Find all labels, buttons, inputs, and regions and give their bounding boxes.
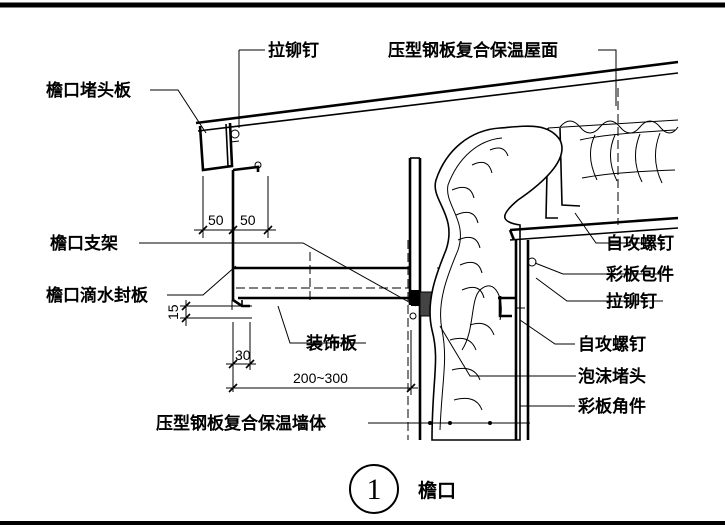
right-color-wrap [498,216,679,440]
dim-200-300: 200~300 [293,370,348,386]
label-rivet-top: 拉铆钉 [268,40,319,61]
dim-15: 15 [165,304,181,320]
detail-callout: 1 檐口 [349,464,456,514]
label-self-tap-screw-top: 自攻螺钉 [606,233,674,254]
label-foam-plug: 泡沫堵头 [578,366,646,387]
label-color-wrap: 彩板包件 [605,264,674,285]
dim-50-right: 50 [240,212,256,228]
leader-lines [139,49,665,424]
detail-number: 1 [367,473,382,506]
dimensions [180,176,418,395]
roof-insulation [579,129,676,184]
label-roof-panel: 压型钢板复合保温屋面 [388,40,558,61]
label-rivet-right: 拉铆钉 [606,291,657,312]
label-decor-board: 装饰板 [305,333,358,354]
label-eave-bracket: 檐口支架 [50,233,118,254]
eave-bracket [231,161,420,310]
wall-insulation [429,125,563,441]
eave-end-board [198,122,240,172]
label-self-tap-screw-bottom: 自攻螺钉 [578,334,646,355]
label-eave-end-board: 檐口堵头板 [46,80,132,101]
label-wall-panel: 压型钢板复合保温墙体 [156,413,327,434]
label-drip-board: 檐口滴水封板 [46,285,149,306]
dim-30: 30 [235,347,251,363]
wall-section-line [400,421,530,425]
dim-50-left: 50 [208,212,224,228]
label-color-corner: 彩板角件 [577,396,646,417]
detail-title: 檐口 [418,479,456,502]
